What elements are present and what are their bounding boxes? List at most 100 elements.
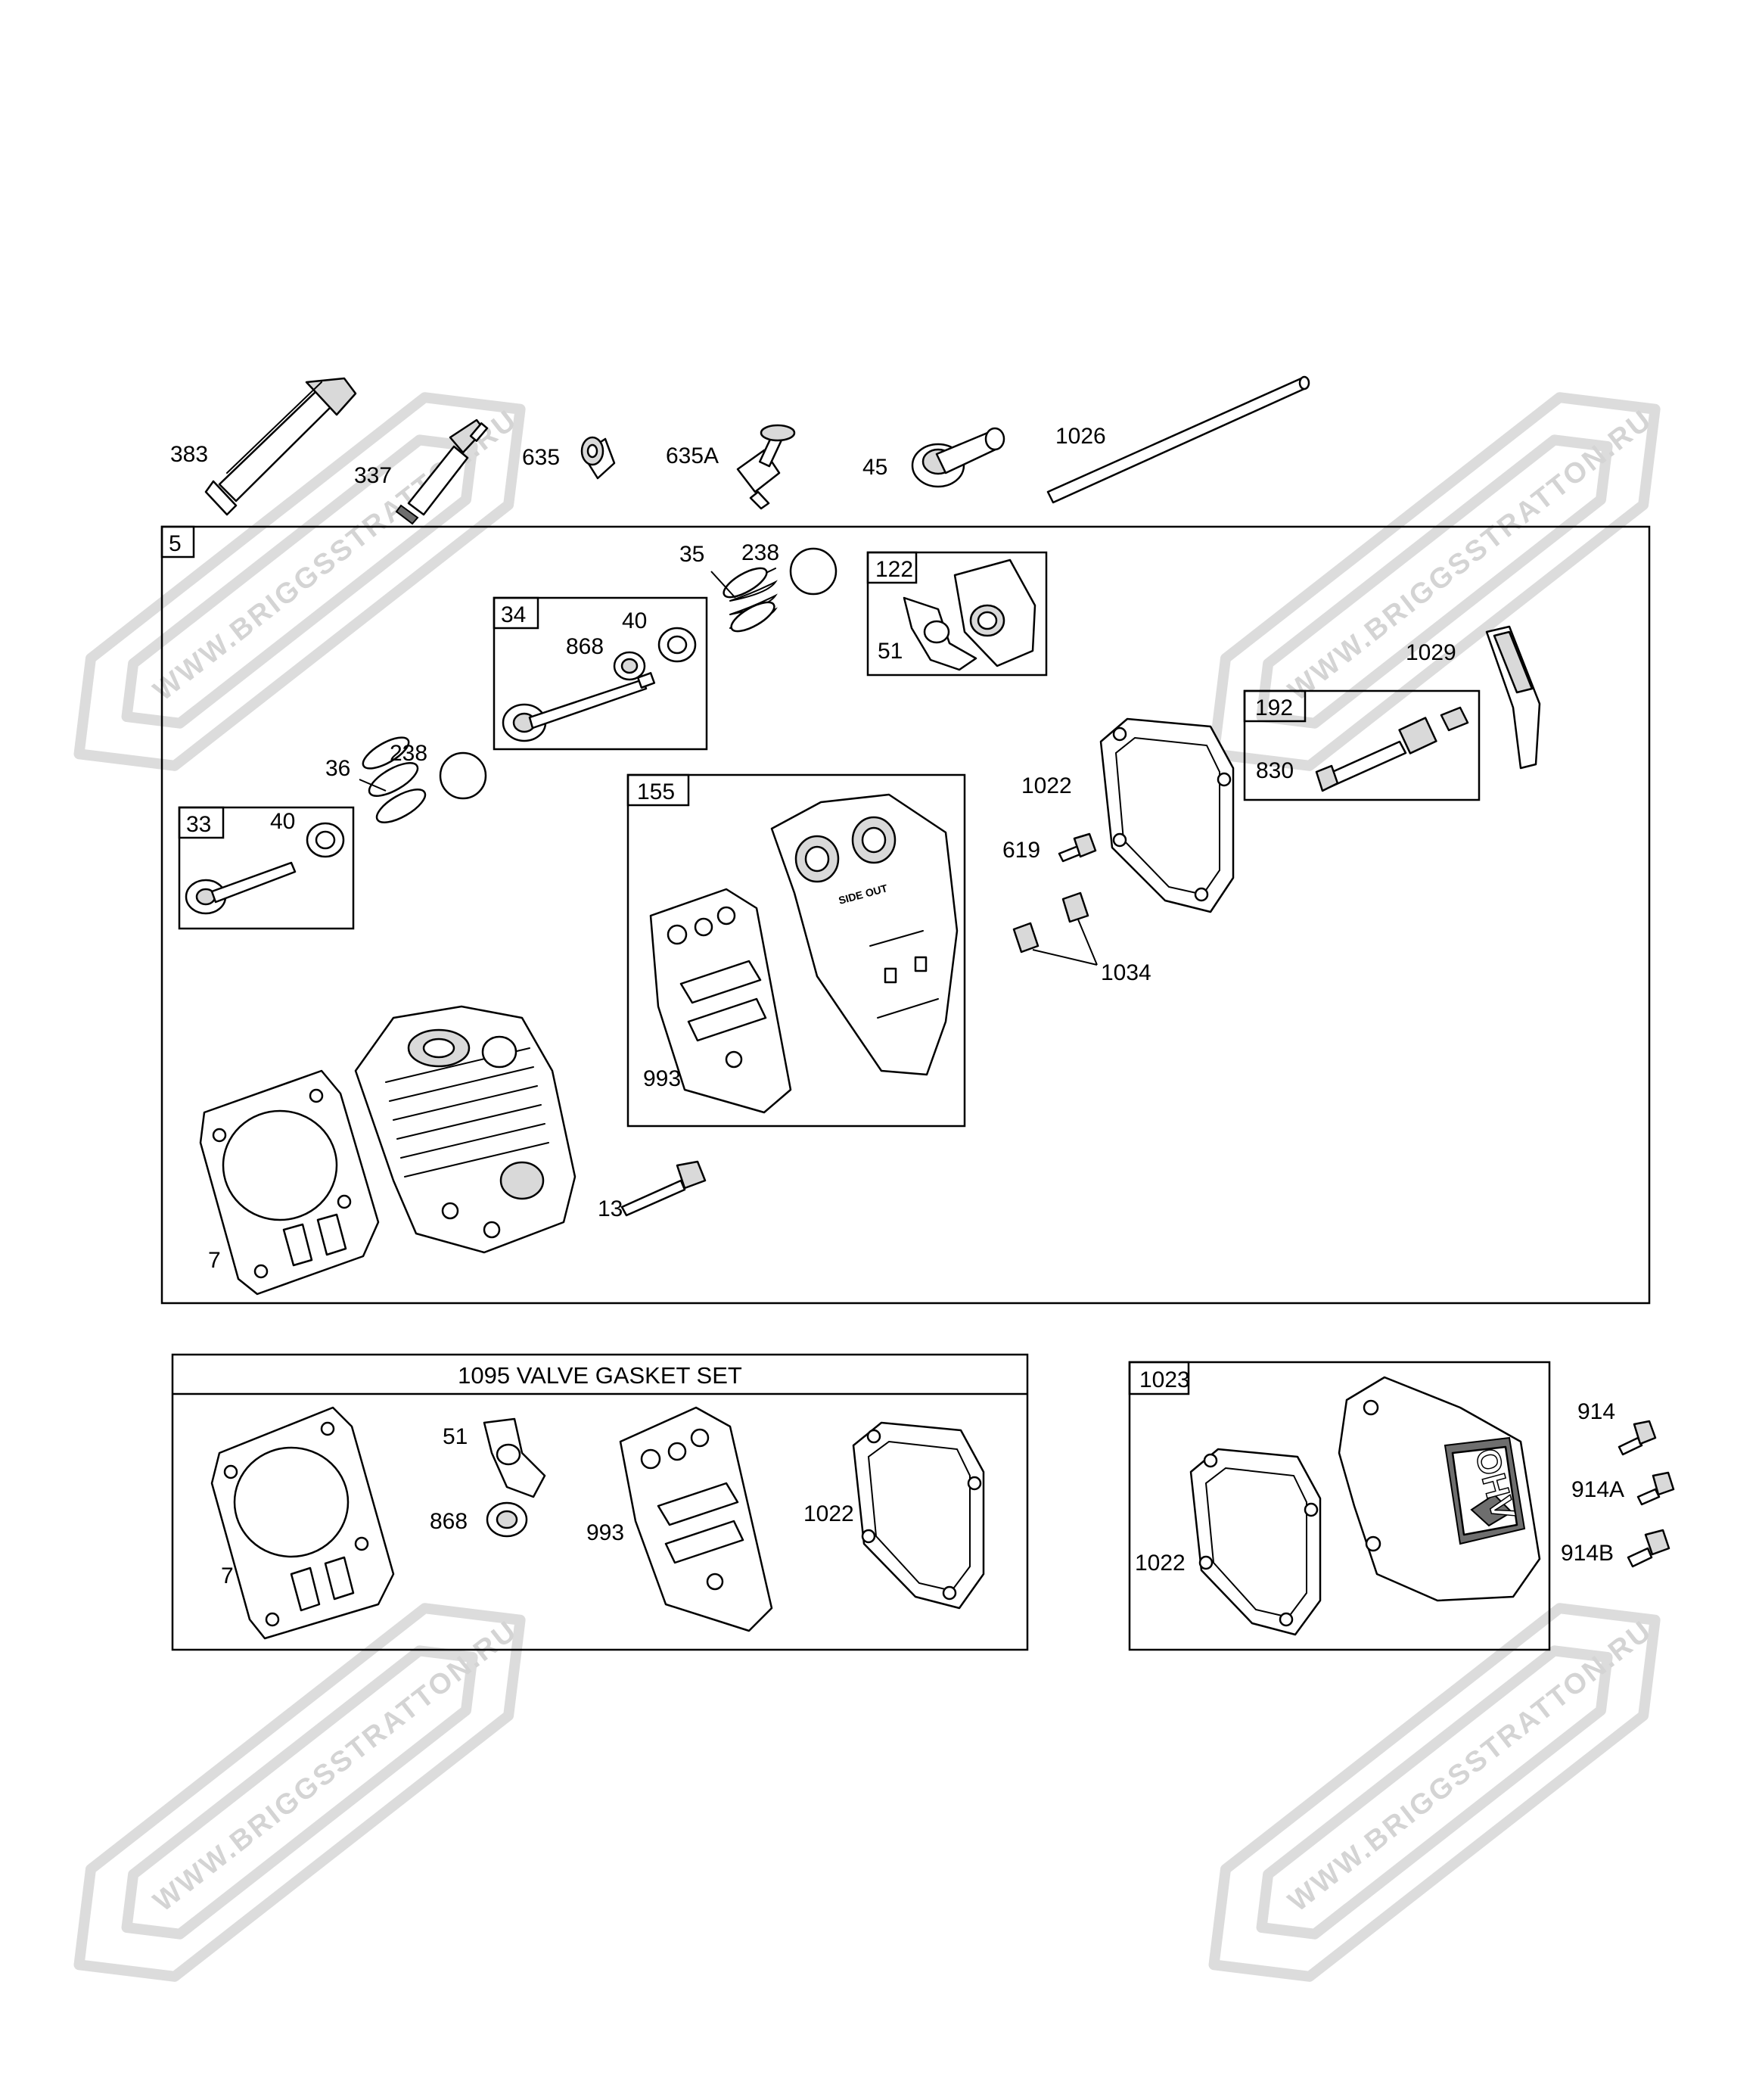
label-619: 619 [1002,838,1040,863]
part-45-guide [911,427,1005,488]
box-192-label: 192 [1255,695,1293,720]
label-238-mid: 238 [390,741,427,766]
part-635-cap [580,436,616,480]
part-intake-elbow [953,558,1036,667]
box-122-intake-manifold [866,551,1048,677]
box-5-tab [160,525,195,558]
part-51-intake-gasket-set [483,1417,546,1498]
label-7-main: 7 [208,1248,221,1273]
part-35-valve-spring [723,567,778,633]
label-36: 36 [325,756,350,781]
label-1022-main: 1022 [1021,773,1072,798]
box-122-tab [866,551,918,584]
label-35: 35 [679,542,704,567]
box-34-label: 34 [501,602,526,627]
part-7-head-gasket-set [210,1406,395,1640]
part-993-gasket-set [619,1406,773,1632]
label-51-set: 51 [443,1424,468,1449]
label-993-main: 993 [643,1066,681,1091]
label-7-set: 7 [221,1563,234,1588]
leader-35 [710,571,736,599]
label-40-top: 40 [622,608,647,633]
watermark-text: WWW.BRIGGSSTRATTON.RU [1282,403,1658,707]
part-13-head-bolt [620,1160,707,1217]
part-head-gasket-plate [770,793,959,1076]
part-619-screw [1058,832,1097,863]
part-40-keeper-top [657,627,697,663]
label-383: 383 [170,442,208,467]
label-1022-set: 1022 [803,1501,854,1526]
part-383-plug-wrench [204,377,357,516]
box-155-tab [626,773,690,807]
label-914b: 914B [1561,1541,1614,1566]
part-40-keeper-mid [306,822,345,858]
box-1095-valve-gasket-set [171,1353,1029,1651]
box-34-tab [493,596,539,630]
label-45: 45 [862,455,887,480]
part-914b-screw [1627,1529,1670,1568]
box-33-intake-valve [178,806,355,930]
watermark-text: WWW.BRIGGSSTRATTON.RU [1282,1614,1658,1918]
box-33-tab [178,806,225,839]
part-intake-valve [185,861,297,915]
watermark-text: WWW.BRIGGSSTRATTON.RU [148,1614,524,1918]
label-635: 635 [522,445,560,470]
label-337: 337 [354,463,392,488]
label-868-set: 868 [430,1509,468,1534]
label-51-top: 51 [878,639,903,664]
label-830: 830 [1256,758,1294,783]
part-1022-cover-gasket-main [1099,717,1235,913]
part-830-rocker-stud [1315,706,1469,792]
part-914a-screw [1636,1471,1675,1506]
part-cylinder-head [354,1005,576,1254]
label-868-top: 868 [566,634,604,659]
part-1034-clips [1012,891,1089,954]
part-238-cap-top [789,547,838,596]
label-238-top: 238 [741,540,779,565]
label-1034: 1034 [1101,960,1151,985]
watermark-bottom-right: WWW.BRIGGSSTRATTON.RU [1208,1603,1661,1982]
part-1022-gasket-set [852,1421,985,1610]
part-1029-rocker-arm [1485,625,1541,770]
part-993-gasket-main [649,888,792,1114]
box-192-tab [1243,689,1307,723]
label-914a: 914A [1571,1477,1624,1502]
part-1026-push-rod [1046,375,1310,504]
label-40-mid: 40 [270,809,295,834]
box-34-exhaust-valve [493,596,708,751]
box-33-label: 33 [186,812,211,837]
label-993-set: 993 [586,1520,624,1545]
box-5-label: 5 [169,531,182,556]
part-238-cap-mid [439,751,487,800]
part-36-valve-spring [362,736,427,823]
box-1023-valve-cover [1128,1361,1551,1651]
label-1022-cover: 1022 [1135,1551,1186,1576]
gasket-set-title: 1095 VALVE GASKET SET [458,1362,742,1389]
part-337-spark-plug [395,418,489,525]
leader-1034 [1032,919,1098,966]
box-155-gasket-assembly [626,773,966,1128]
box-192-rocker-stud [1243,689,1481,801]
watermark-bottom-left: WWW.BRIGGSSTRATTON.RU [73,1603,526,1982]
label-1026: 1026 [1055,424,1106,449]
part-51-intake-gasket [903,596,977,671]
part-868-seal-top [613,651,646,681]
part-1022-cover-gasket [1189,1448,1322,1636]
box-5-cylinder-head-assembly [160,525,1651,1305]
part-868-seal-set [486,1501,528,1538]
label-914: 914 [1577,1399,1615,1424]
box-155-label: 155 [637,779,675,804]
label-1029: 1029 [1406,640,1456,665]
box-1023-tab [1128,1361,1190,1395]
leader-36 [359,779,387,792]
box-1023-label: 1023 [1139,1367,1190,1392]
part-914-screw [1618,1420,1657,1456]
label-635a: 635A [666,443,719,468]
part-7-head-gasket-main [199,1069,380,1296]
part-valve-cover [1338,1376,1541,1602]
part-635a-breather [736,424,796,510]
label-13: 13 [598,1196,623,1221]
part-exhaust-valve [502,672,656,742]
box-122-label: 122 [875,557,913,582]
